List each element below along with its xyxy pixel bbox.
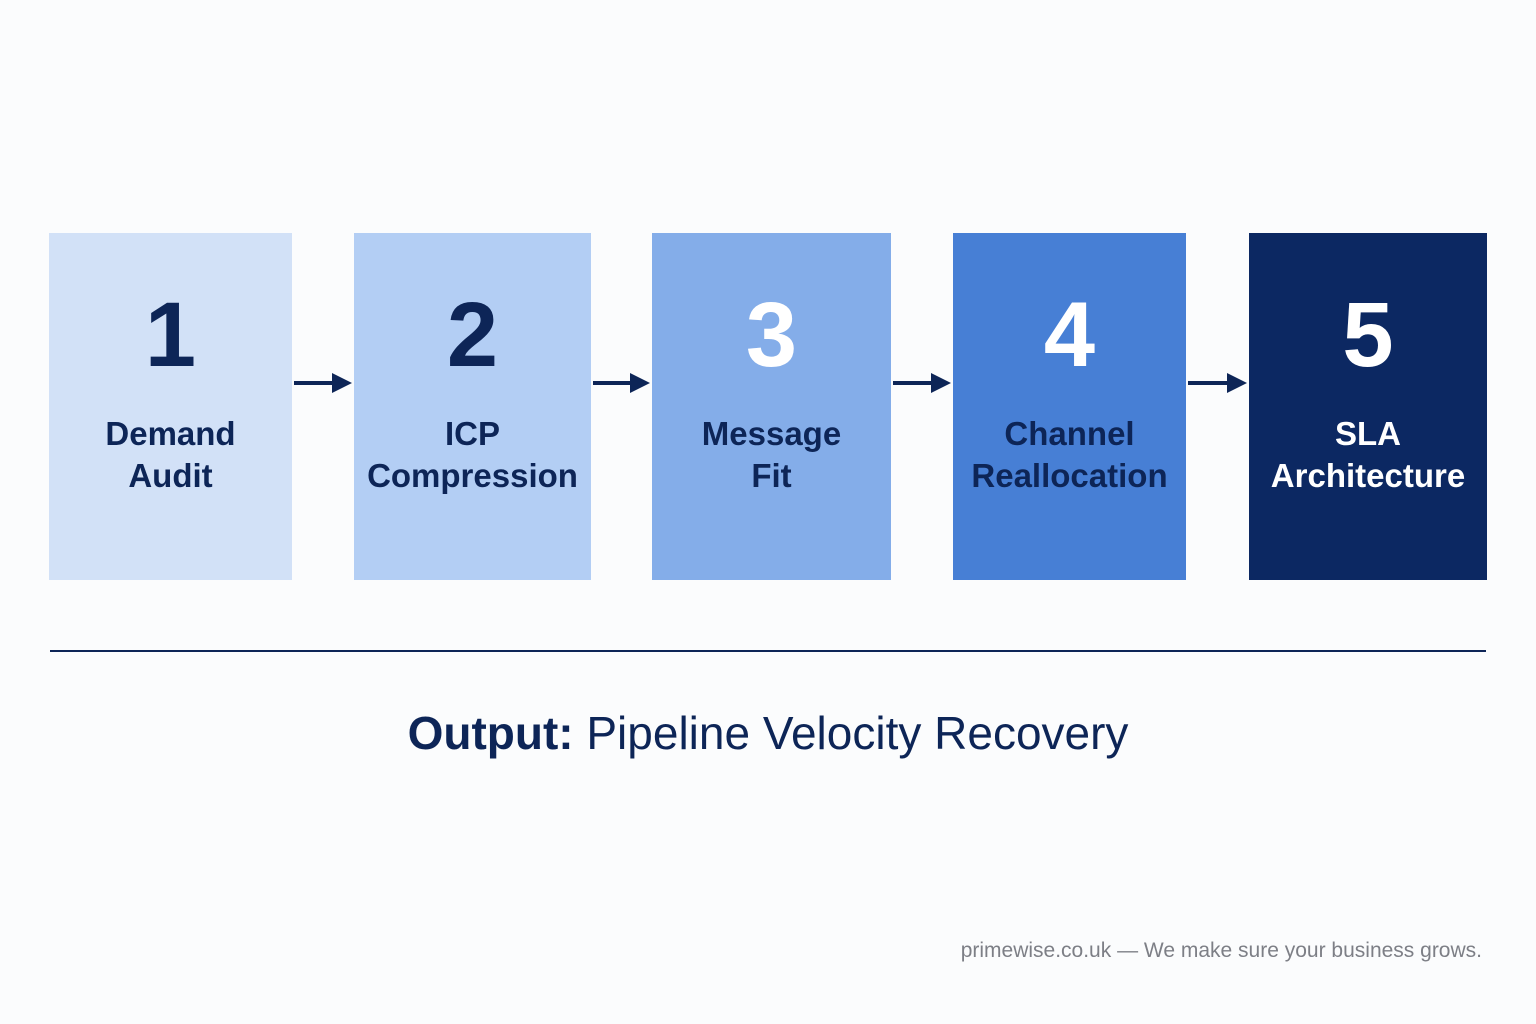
step-card-icp-compression: 2 ICP Compression [354,233,591,580]
step-card-demand-audit: 1 Demand Audit [49,233,292,580]
step-label-line: Channel [1004,415,1135,452]
step-number: 1 [144,284,197,386]
output-value: Pipeline Velocity Recovery [573,707,1129,759]
output-label: Output: [407,707,574,759]
step-label-line: SLA [1335,415,1401,452]
step-label-line: Architecture [1270,457,1466,494]
arrow-right-icon [294,373,352,393]
step-label-line: Audit [128,457,213,494]
footer-tagline: primewise.co.uk — We make sure your busi… [960,939,1482,962]
step-number: 3 [745,284,798,386]
step-number: 5 [1342,284,1394,386]
step-label-line: Reallocation [971,457,1168,494]
divider [50,650,1486,652]
step-label: Demand Audit [49,413,292,497]
step-number: 2 [446,284,499,386]
step-card-channel-reallocation: 4 Channel Reallocation [953,233,1186,580]
arrow-right-icon [593,373,650,393]
step-label: Message Fit [652,413,891,497]
step-label-line: ICP [444,415,500,452]
step-card-sla-architecture: 5 SLA Architecture [1249,233,1487,580]
arrow-right-icon [1188,373,1247,393]
step-card-message-fit: 3 Message Fit [652,233,891,580]
step-number: 4 [1043,284,1096,386]
arrow-right-icon [893,373,951,393]
step-label-line: Compression [367,457,578,494]
step-label: ICP Compression [354,413,591,497]
output-statement: Output: Pipeline Velocity Recovery [0,705,1536,761]
step-label: Channel Reallocation [953,413,1186,497]
step-label: SLA Architecture [1249,413,1487,497]
step-label-line: Fit [751,457,792,494]
step-label-line: Demand [105,415,236,452]
step-label-line: Message [701,415,842,452]
